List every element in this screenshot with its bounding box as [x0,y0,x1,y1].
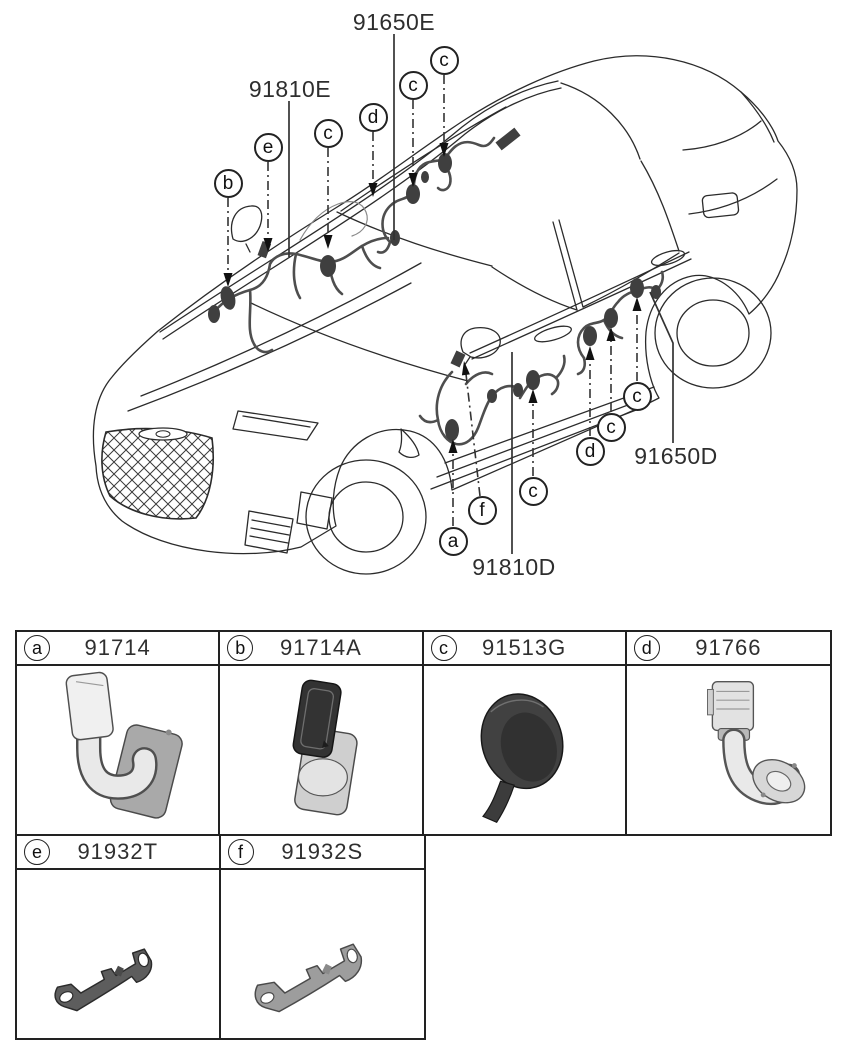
part-label-91650E: 91650E [352,9,436,35]
callout-letter: d [367,106,379,128]
callout-c-rear-3: c [622,381,652,411]
part-image-cell-91714A [220,666,424,834]
part-image-cell-91932S [221,870,425,1038]
car-outline [92,55,798,575]
part-image-91513G [480,693,564,823]
harness-cowl [212,201,390,354]
callout-letter: e [262,136,274,158]
headlight [232,410,319,441]
part-image-91714A [292,679,358,816]
part-number: 91766 [695,635,762,660]
callout-f: f [467,495,497,525]
door-mirror [460,327,501,359]
car-diagram [92,34,798,575]
part-image-91714 [65,671,183,819]
callout-c-front-1: c [313,118,343,148]
callout-letter: c [439,49,449,71]
part-letter-badge: f [227,839,254,865]
part-letter: f [237,842,243,862]
part-letter: c [439,638,448,658]
front-wheel [305,459,427,575]
part-letter-badge: b [227,635,254,661]
part-letter-badge: a [24,635,50,661]
part-letter: a [31,638,42,658]
part-image-cell-91932T [17,870,221,1038]
callout-arrowheads [223,143,642,453]
part-number: 91513G [481,635,567,660]
part-header-b: b 91714A [220,632,424,666]
part-header-d: d 91766 [626,632,830,666]
callout-letter: b [222,172,234,194]
part-label-91810D: 91810D [472,554,556,580]
callout-letter: c [606,416,616,438]
part-number: 91714 [84,635,151,660]
callout-e: e [253,132,283,162]
part-image-91932S [254,943,363,1013]
label-leader-lines [288,34,674,554]
part-letter: b [235,638,246,658]
grille [101,427,215,520]
part-letter-badge: c [430,635,457,661]
genesis-emblem [138,427,188,441]
part-label-91650D: 91650D [634,443,718,469]
callout-d-rear: d [575,436,605,466]
leader-91650D [649,291,674,443]
part-image-cell-91766 [627,666,830,834]
callout-letter: c [408,74,418,96]
callout-b: b [213,168,243,198]
parts-table-row1: a 91714 b 91714A c 91513G d 91766 [15,630,832,836]
part-letter-badge: d [633,635,660,661]
part-number: 91932S [281,839,364,864]
parts-table-row2: e 91932T f 91932S [15,834,426,1040]
harness-connectors [208,127,661,441]
rear-wheel [654,277,772,389]
part-letter: d [641,638,652,658]
part-number: 91714A [279,635,362,660]
callout-a: a [438,526,468,556]
callout-letter: a [447,530,459,552]
callout-d-front: d [358,102,388,132]
part-header-f: f 91932S [220,836,424,870]
part-image-cell-91513G [424,666,627,834]
part-header-c: c 91513G [423,632,627,666]
callout-c-rear-1: c [518,476,548,506]
fuel-door [701,192,740,219]
callout-letter: f [479,499,485,521]
callout-letter: c [323,122,333,144]
part-image-91766 [707,680,806,806]
part-header-e: e 91932T [17,836,221,870]
callout-c-front-2: c [398,70,428,100]
part-number: 91932T [77,839,159,864]
front-door-handle [534,325,572,343]
driver-mirror [230,205,263,242]
part-letter-badge: e [24,839,50,865]
callout-letter: c [528,480,538,502]
part-image-91932T [54,948,153,1012]
part-header-a: a 91714 [17,632,221,666]
callout-leader-lines [227,75,638,526]
callout-c-front-3: c [429,45,459,75]
callout-letter: d [584,440,596,462]
part-image-cell-91714 [17,666,221,834]
part-letter: e [31,842,42,862]
part-label-91810E: 91810E [248,76,332,102]
callout-letter: c [632,385,642,407]
callout-c-rear-2: c [596,412,626,442]
rear-door-handle [650,249,686,267]
